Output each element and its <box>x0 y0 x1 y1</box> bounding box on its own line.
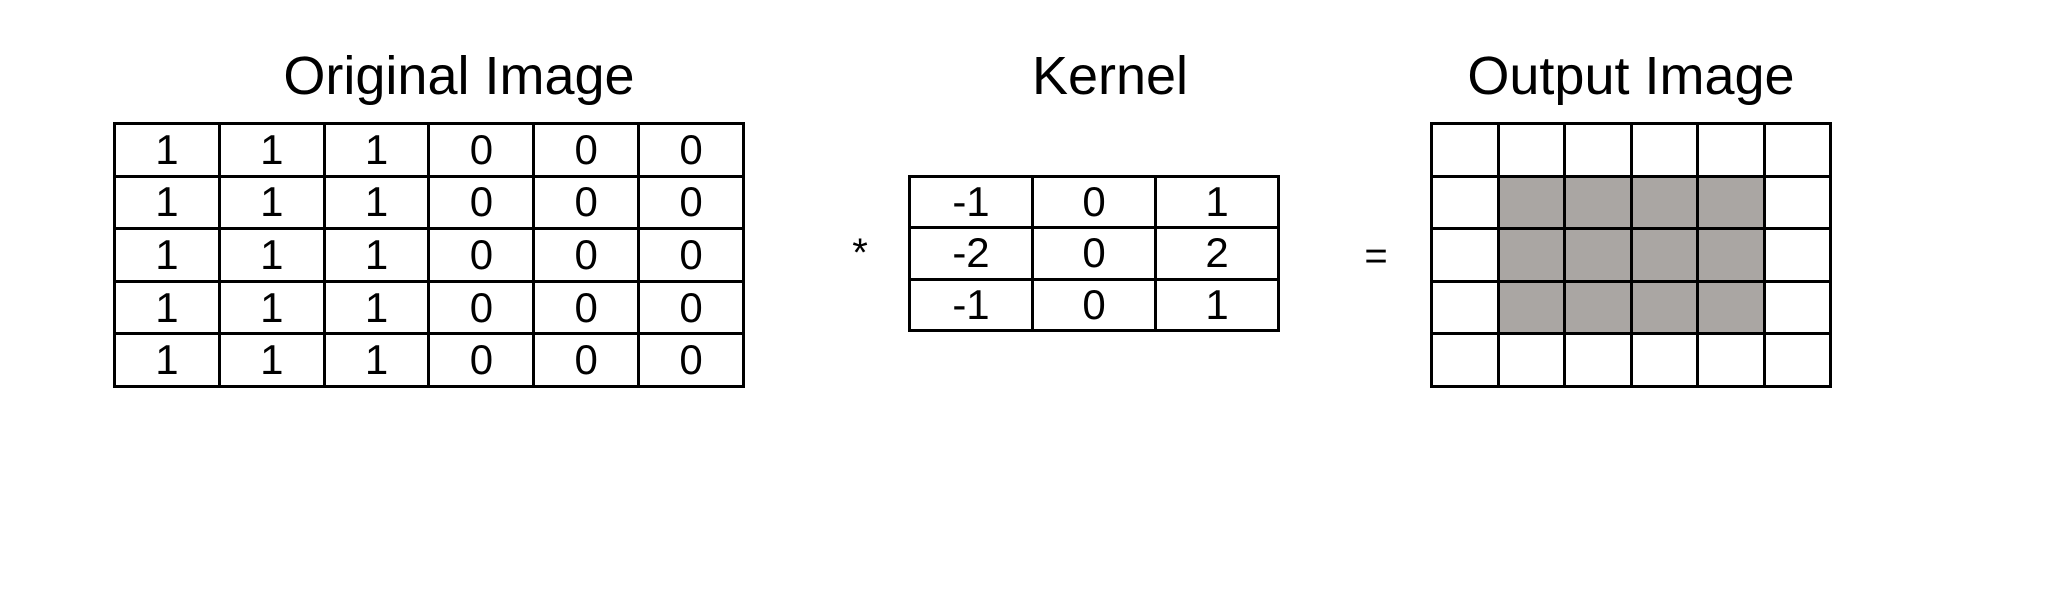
grid-cell <box>1496 279 1566 336</box>
grid-cell: 0 <box>427 227 536 283</box>
grid-cell <box>1629 227 1699 283</box>
grid-cell <box>1696 122 1766 178</box>
grid-cell <box>1496 122 1566 178</box>
grid-cell: 1 <box>1154 174 1280 230</box>
grid-cell: 1 <box>1154 277 1280 333</box>
grid-cell <box>1762 332 1832 388</box>
grid-cell: 1 <box>322 174 431 231</box>
grid-cell <box>1629 174 1699 231</box>
grid-cell: 1 <box>322 227 431 283</box>
grid-cell: -2 <box>908 226 1034 281</box>
grid-cell <box>1696 332 1766 388</box>
grid-row <box>1430 227 1832 283</box>
grid-cell <box>1762 279 1832 336</box>
grid-cell <box>1430 122 1500 178</box>
grid-cell: -1 <box>908 277 1034 333</box>
grid-cell <box>1563 332 1633 388</box>
grid-cell <box>1762 174 1832 231</box>
grid-cell: 0 <box>637 174 745 231</box>
grid-cell: 1 <box>322 332 431 388</box>
equals-symbol: = <box>1364 233 1388 278</box>
grid-row <box>1430 279 1832 336</box>
grid-cell: 1 <box>322 122 431 178</box>
grid-cell: 1 <box>322 279 431 336</box>
grid-cell <box>1430 227 1500 283</box>
grid-cell: 0 <box>427 122 536 178</box>
grid-cell: 0 <box>532 122 641 178</box>
grid-cell: 1 <box>113 227 221 283</box>
grid-cell <box>1563 174 1633 231</box>
grid-cell: 0 <box>532 279 641 336</box>
grid-cell: 1 <box>113 122 221 178</box>
kernel-title: Kernel <box>1031 46 1189 106</box>
grid-row <box>1430 174 1832 231</box>
grid-row <box>1430 122 1832 178</box>
grid-cell <box>1430 332 1500 388</box>
grid-cell: 1 <box>217 227 326 283</box>
grid-cell: 0 <box>637 122 745 178</box>
convolution-operator: * <box>820 228 900 278</box>
grid-cell: 0 <box>427 279 536 336</box>
grid-cell: 0 <box>532 332 641 388</box>
grid-row <box>1430 332 1832 388</box>
grid-cell <box>1629 122 1699 178</box>
grid-cell: 1 <box>113 332 221 388</box>
grid-cell: -1 <box>908 174 1034 230</box>
grid-cell: 2 <box>1154 226 1280 281</box>
grid-cell <box>1563 227 1633 283</box>
original-image-title: Original Image <box>283 46 635 106</box>
grid-cell: 0 <box>427 332 536 388</box>
grid-cell <box>1629 279 1699 336</box>
grid-cell <box>1629 332 1699 388</box>
grid-cell <box>1696 174 1766 231</box>
grid-cell <box>1496 332 1566 388</box>
grid-cell <box>1762 227 1832 283</box>
output-image-grid <box>1430 122 1832 388</box>
output-image-title: Output Image <box>1467 46 1795 106</box>
grid-cell: 0 <box>532 174 641 231</box>
grid-cell: 1 <box>113 174 221 231</box>
grid-cell <box>1496 174 1566 231</box>
grid-cell: 1 <box>217 279 326 336</box>
grid-cell <box>1563 279 1633 336</box>
asterisk-symbol: * <box>852 230 868 275</box>
grid-cell: 0 <box>637 279 745 336</box>
grid-cell: 0 <box>1031 174 1157 230</box>
grid-cell: 1 <box>217 122 326 178</box>
grid-cell <box>1762 122 1832 178</box>
grid-cell: 0 <box>532 227 641 283</box>
grid-cell <box>1696 227 1766 283</box>
equals-operator: = <box>1346 231 1406 281</box>
grid-cell: 0 <box>1031 226 1157 281</box>
grid-cell <box>1496 227 1566 283</box>
grid-cell: 0 <box>427 174 536 231</box>
grid-cell: 1 <box>217 332 326 388</box>
grid-cell: 0 <box>637 332 745 388</box>
grid-cell: 1 <box>113 279 221 336</box>
grid-cell: 0 <box>637 227 745 283</box>
grid-cell <box>1696 279 1766 336</box>
grid-cell <box>1430 279 1500 336</box>
grid-cell <box>1563 122 1633 178</box>
grid-cell: 0 <box>1031 277 1157 333</box>
grid-cell: 1 <box>217 174 326 231</box>
grid-cell <box>1430 174 1500 231</box>
